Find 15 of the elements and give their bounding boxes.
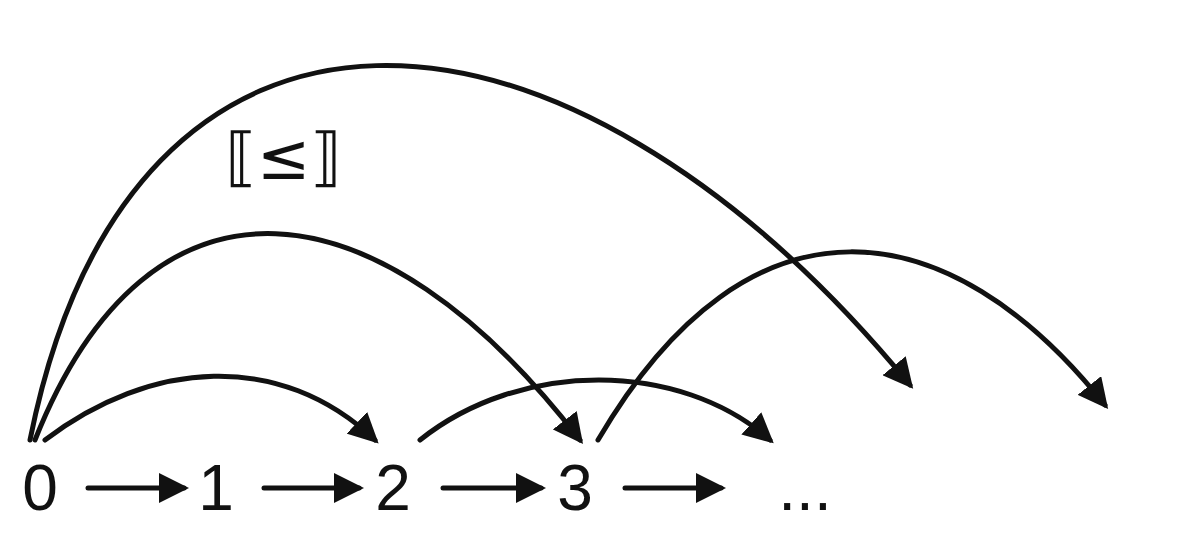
arrow xyxy=(32,231,584,444)
arrow xyxy=(85,473,189,503)
node-label: 3 xyxy=(557,455,593,520)
arrow xyxy=(42,373,379,444)
arrow xyxy=(27,63,914,443)
arrow xyxy=(595,249,1109,443)
arrow xyxy=(417,377,774,444)
node-label: ... xyxy=(778,455,832,520)
node-label: 0 xyxy=(22,455,58,520)
relation-label: ⟦≤⟧ xyxy=(225,125,342,189)
arrow xyxy=(440,473,546,503)
arrow xyxy=(622,473,726,503)
node-label: 1 xyxy=(198,455,234,520)
node-label: 2 xyxy=(375,455,411,520)
arrow xyxy=(261,473,364,503)
